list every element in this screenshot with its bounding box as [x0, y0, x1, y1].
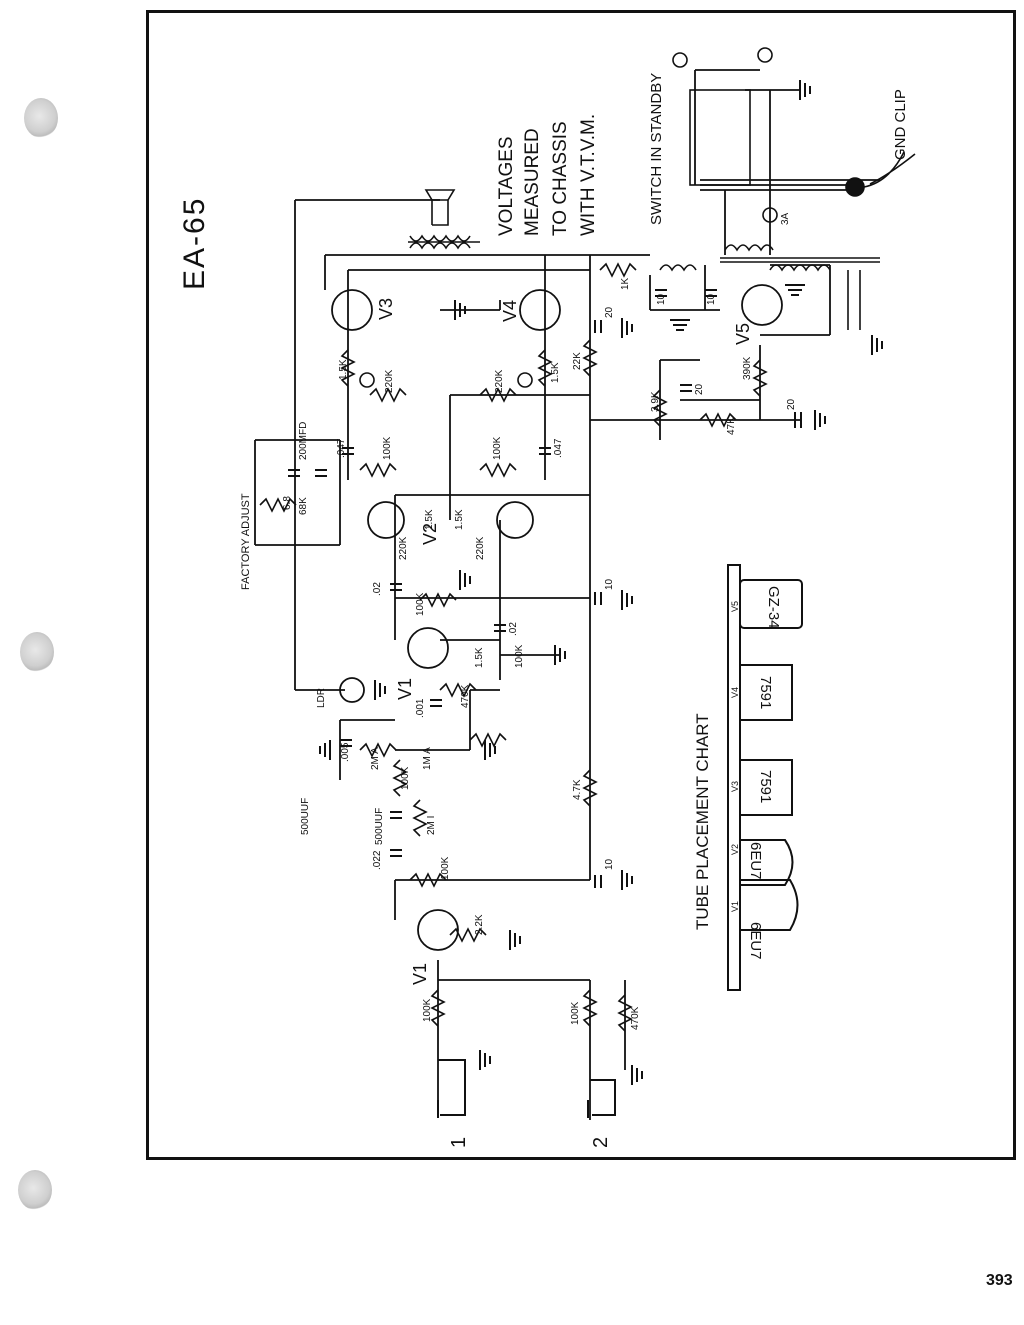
- resistors: [259, 262, 768, 1032]
- transformers: [359, 47, 916, 388]
- tube-chart-title: TUBE PLACEMENT CHART: [693, 713, 712, 930]
- tube-label-v5: V5: [733, 322, 753, 345]
- tube-chart-position-v5: V5: [730, 600, 740, 612]
- value-label: 1M A: [422, 747, 433, 770]
- value-label: 220K: [398, 536, 409, 560]
- tube-chart-position-v3: V3: [730, 780, 740, 792]
- binder-hole-top: [24, 98, 58, 138]
- value-label: 6.8: [282, 496, 293, 510]
- tube-label-v1: V1: [395, 677, 415, 700]
- value-label: 100K: [440, 856, 451, 880]
- value-label: 68K: [298, 497, 309, 515]
- value-label: .022: [372, 850, 383, 870]
- value-label: 390K: [742, 356, 753, 380]
- value-label: 500UUF: [374, 807, 385, 845]
- value-label: 47K: [726, 417, 737, 435]
- value-label: 3.9K: [650, 391, 661, 412]
- input-label-2: 2: [590, 1136, 612, 1148]
- value-label: .02: [372, 582, 383, 596]
- voltage-note-line-3: TO CHASSIS: [550, 121, 571, 236]
- value-label: 100K: [400, 766, 411, 790]
- value-label: 220K: [384, 369, 395, 393]
- rails: [254, 69, 880, 1120]
- binder-hole-bottom: [18, 1170, 52, 1210]
- diagram-title: EA-65: [178, 196, 211, 290]
- tube-chart-tube-v5: GZ-34: [765, 586, 782, 629]
- tube-chart-position-v2: V2: [730, 843, 740, 855]
- value-label: .005: [340, 742, 351, 762]
- ground-symbols: [319, 80, 883, 1085]
- tube-chart-tube-v2: 6EU7: [747, 842, 764, 880]
- schematic-frame: [146, 10, 1016, 1160]
- value-label: 10: [656, 293, 667, 305]
- input-jacks: [437, 1059, 616, 1118]
- tube-chart: [727, 564, 803, 991]
- value-label: 100K: [514, 644, 525, 668]
- tube-label-v3: V3: [376, 297, 396, 320]
- ldr-label: LDR: [316, 687, 327, 708]
- value-label: 100K: [382, 436, 393, 460]
- value-label: 22K: [572, 352, 583, 370]
- value-label: 100K: [492, 436, 503, 460]
- tube-label-v4: V4: [500, 299, 520, 322]
- tube-chart-position-v4: V4: [730, 686, 740, 698]
- tube-chart-position-v1: V1: [730, 900, 740, 912]
- value-label: 100K: [422, 998, 433, 1022]
- tube-chart-tube-v1: 6EU7: [747, 922, 764, 960]
- value-label: 1.5K: [550, 362, 561, 383]
- value-label: 2M A: [370, 747, 381, 770]
- value-label: 1.5K: [424, 509, 435, 530]
- voltage-note-line-1: VOLTAGES: [496, 136, 517, 236]
- value-label: .001: [415, 698, 426, 718]
- value-label: 20: [604, 306, 615, 318]
- value-label: .047: [553, 438, 564, 458]
- value-label: 220K: [494, 369, 505, 393]
- value-label: 100K: [570, 1001, 581, 1025]
- value-label: 4.7K: [572, 779, 583, 800]
- value-label: 10: [604, 578, 615, 590]
- tube-label-v1-input: V1: [410, 962, 430, 985]
- value-label: 100K: [415, 592, 426, 616]
- voltage-note-line-2: MEASURED: [522, 128, 543, 236]
- input-label-1: 1: [448, 1136, 470, 1148]
- value-label: 20: [694, 383, 705, 395]
- fuse-label: 3A: [780, 212, 791, 225]
- value-label: 1.5K: [338, 359, 349, 380]
- value-label: 1.5K: [474, 647, 485, 668]
- value-label: 10: [706, 293, 717, 305]
- factory-adjust-label: FACTORY ADJUST: [240, 493, 252, 590]
- binder-hole-middle: [20, 632, 54, 672]
- tube-chart-tube-v4: 7591: [757, 676, 774, 710]
- value-label: 1K: [620, 277, 631, 290]
- value-label: .02: [508, 622, 519, 636]
- gnd-clip-label: GND CLIP: [892, 89, 909, 160]
- value-label: 2.2K: [474, 914, 485, 935]
- value-label: 500UUF: [300, 797, 311, 835]
- value-label: 10: [604, 858, 615, 870]
- tube-chart-tube-v3: 7591: [757, 770, 774, 804]
- value-label: 470K: [460, 684, 471, 708]
- value-label: 1.5K: [454, 509, 465, 530]
- value-label: 200MFD: [298, 421, 309, 460]
- vacuum-tubes: [331, 284, 783, 951]
- value-label: 2M I: [426, 815, 437, 835]
- value-label: 220K: [475, 536, 486, 560]
- page-number: 393: [986, 1272, 1013, 1289]
- value-label: .047: [336, 438, 347, 458]
- value-label: 20: [786, 398, 797, 410]
- capacitors: [288, 289, 802, 888]
- voltage-note-line-4: WITH V.T.V.M.: [578, 113, 599, 236]
- switch-note: SWITCH IN STANDBY: [648, 72, 665, 225]
- value-label: 470K: [630, 1006, 641, 1030]
